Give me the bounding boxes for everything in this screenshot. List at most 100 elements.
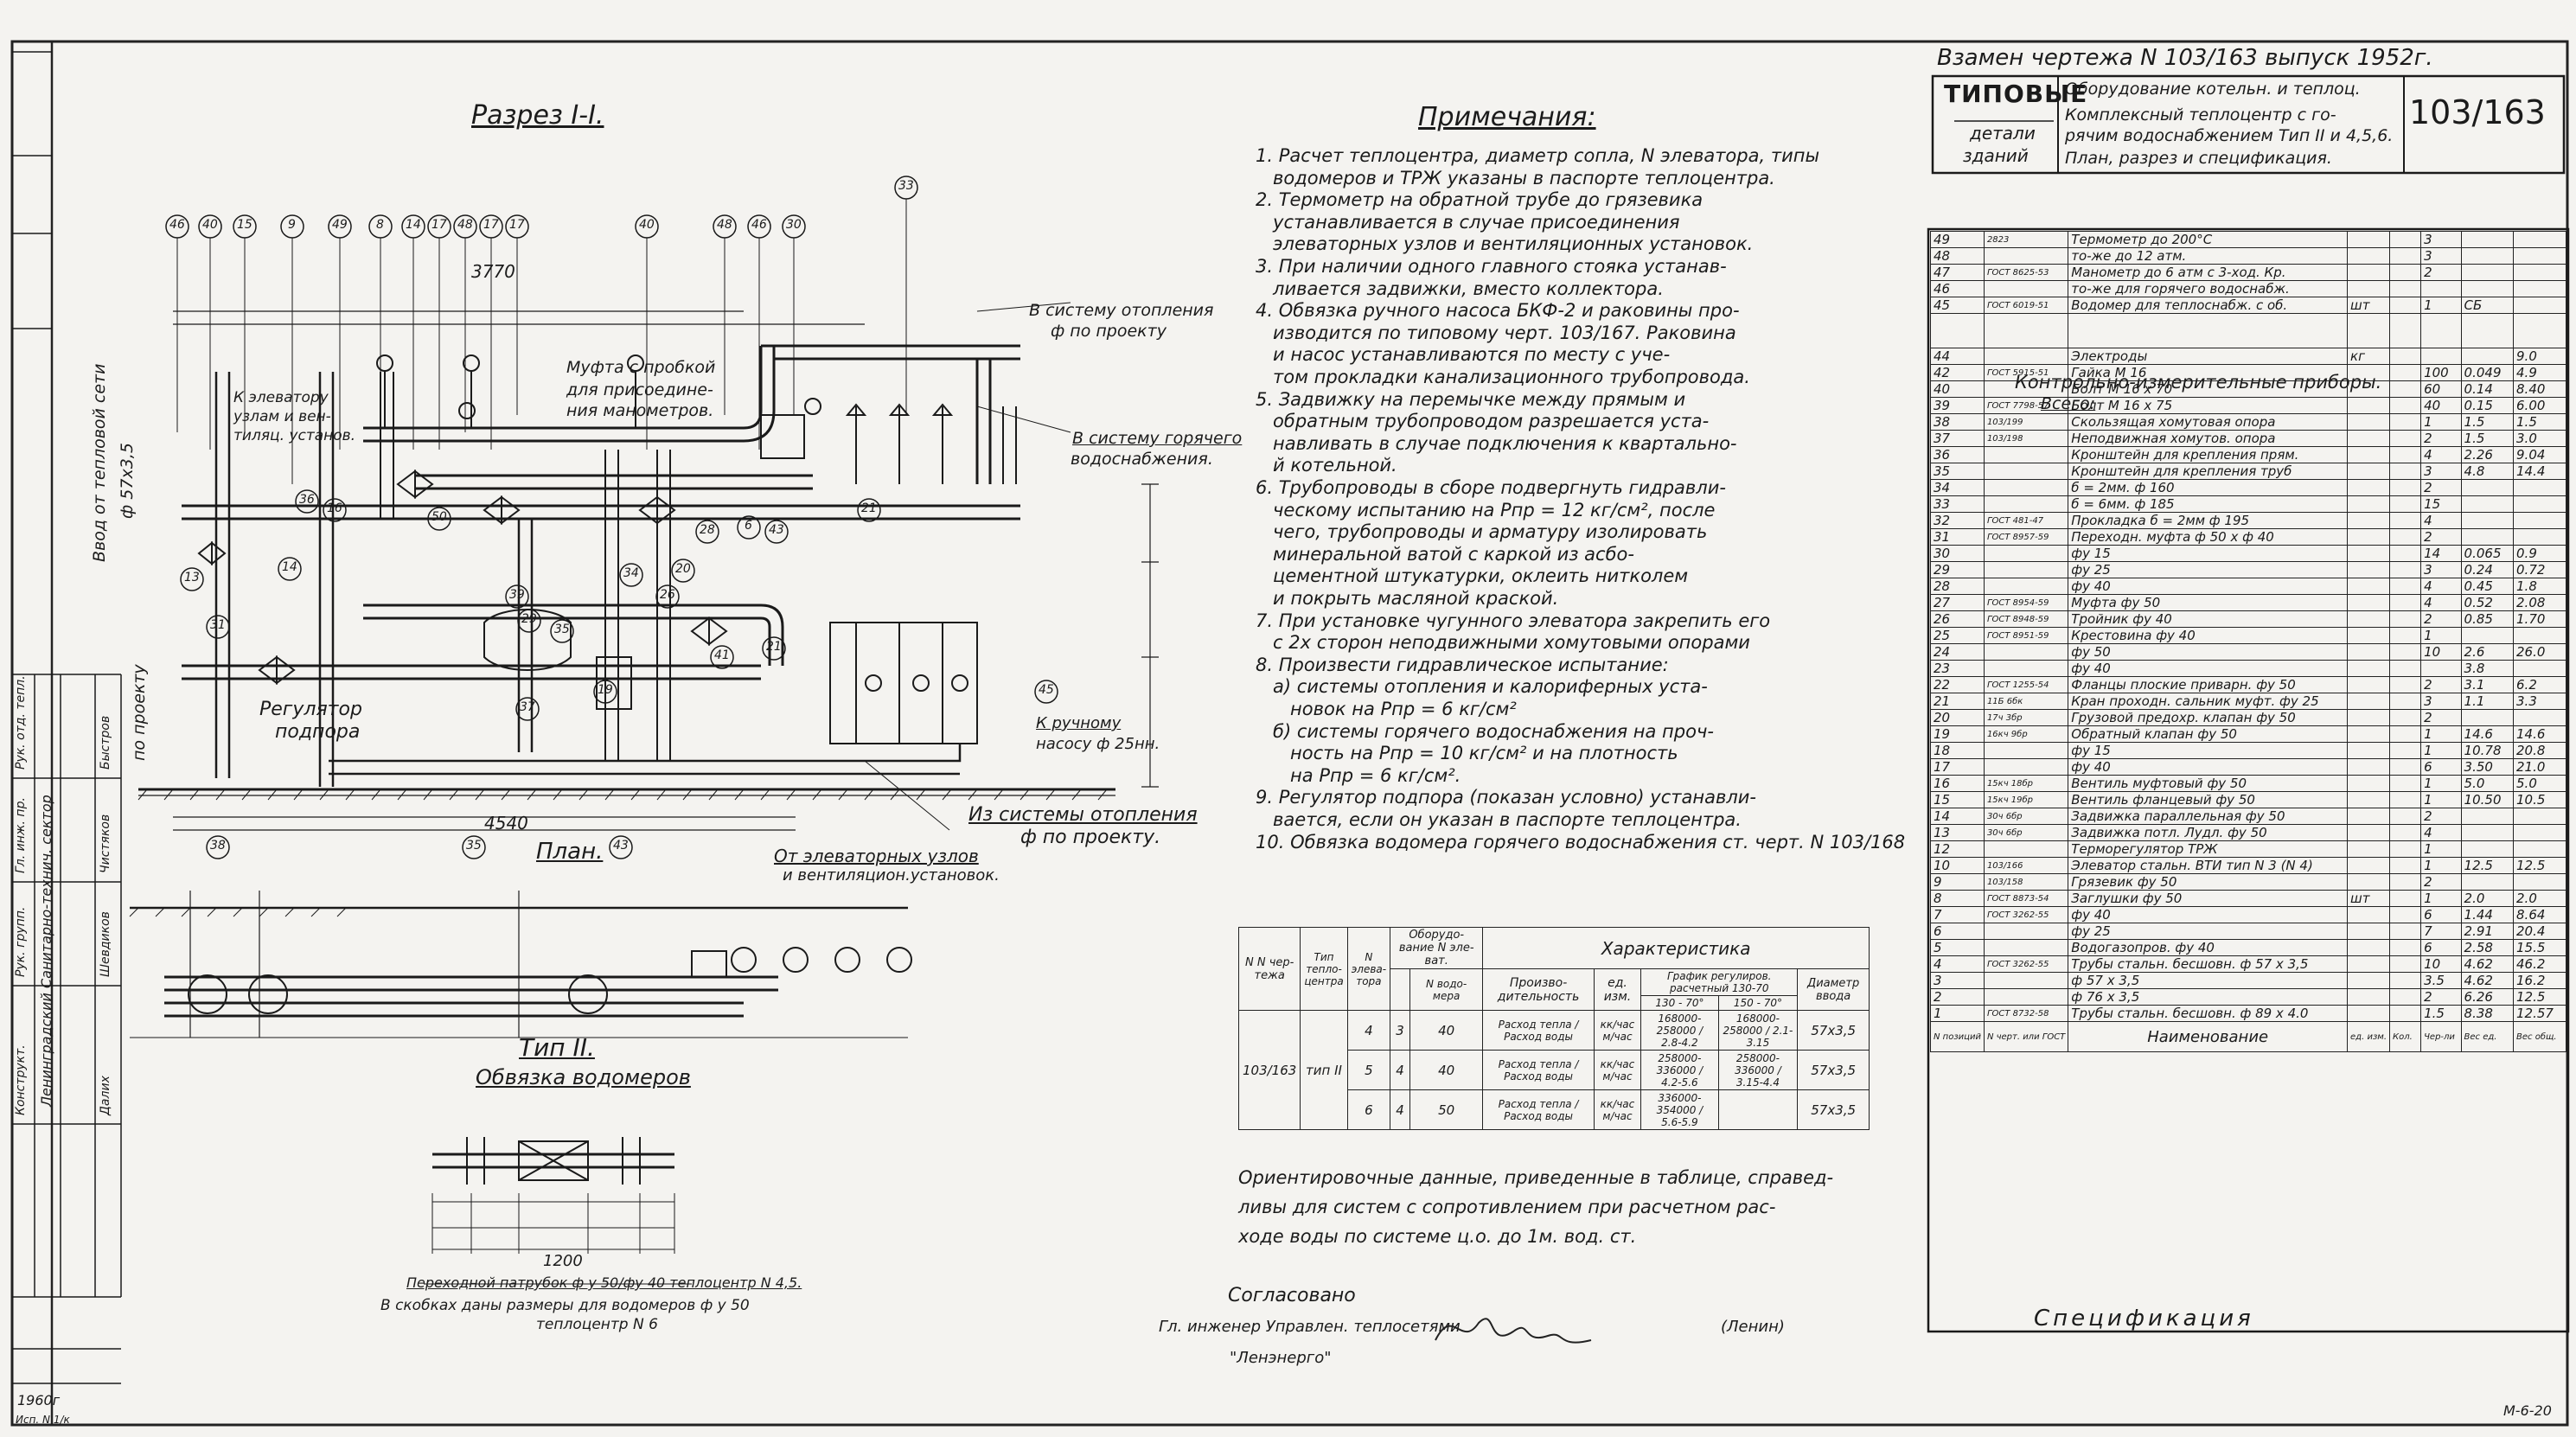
label-input-heating: Ввод от тепловой сети [90,363,109,562]
left-stamp-role-2: Гл. инж. пр. [14,797,28,873]
spec-cell [2388,857,2422,874]
spec-cell: 103/198 [1983,430,2069,447]
spec-cell: Манометр до 6 атм с 3-ход. Кр. [2068,264,2349,281]
spec-cell [2388,742,2422,759]
spec-cell [2347,610,2390,628]
spec-cell: 9.0 [2513,348,2566,365]
spec-cell [1983,578,2069,595]
spec-cell: Заглушки фу 50 [2068,890,2349,907]
approx-note-2: ливы для систем с сопротивлением при рас… [1238,1197,1776,1217]
spec-cell [2460,709,2515,726]
spec-cell [2347,758,2390,776]
spec-cell: 9.04 [2513,446,2566,463]
spec-cell [2388,906,2422,923]
callout: 21 [861,501,877,515]
spec-cell: 1.70 [2513,610,2566,628]
spec-cell: фу 15 [2068,742,2349,759]
label-to-elevator: К элеватору [233,389,329,406]
stamp-buildings: зданий [1963,145,2029,166]
spec-cell: 10 [2420,643,2462,661]
spec-cell: Задвижка потл. Лудл. фу 50 [2068,824,2349,841]
left-stamp-role-1: Рук. отд. тепл. [14,675,28,770]
callout: 50 [431,510,447,524]
note-line: и покрыть масляной краской. [1256,588,1559,609]
spec-cell: 14.6 [2460,725,2515,743]
char-cell: 6 [1346,1089,1391,1130]
spec-cell [2460,495,2515,513]
char-drawing: 103/163 [1237,1010,1301,1130]
note-line: 5. Задвижку на перемычке между прямым и [1256,388,1686,410]
left-stamp-role-4: Конструкт. [14,1044,28,1115]
char-sub-1: 130 - 70° [1640,995,1719,1011]
spec-cell [1983,742,2069,759]
spec-cell: 1 [2420,297,2462,314]
callout: 38 [210,839,226,853]
title-line-1: Оборудование котельн. и теплоц. [2065,80,2361,99]
char-cell: 4 [1346,1010,1391,1051]
label-to-heating-diam: ф по проекту [1051,322,1167,341]
spec-footer-cell: ед. изм. [2347,1021,2390,1052]
spec-cell [2388,709,2422,726]
spec-cell [2347,512,2390,529]
spec-cell [2347,561,2390,578]
char-cell: 258000-336000 / 3.15-4.4 [1717,1050,1799,1090]
spec-cell: 0.065 [2460,545,2515,562]
callout: 13 [184,571,200,584]
spec-cell: 8.38 [2460,1005,2515,1022]
spec-cell: 2 [2420,808,2462,825]
spec-cell: 26.0 [2513,643,2566,661]
spec-cell: 0.9 [2513,545,2566,562]
char-cell [1717,1089,1799,1130]
spec-cell: 0.52 [2460,594,2515,611]
spec-cell: ГОСТ 8951-59 [1983,627,2069,644]
char-cell: 40 [1409,1050,1484,1090]
spec-cell [2347,446,2390,463]
spec-cell: 37 [1930,430,1985,447]
spec-cell: 3.5 [2420,972,2462,989]
spec-cell [2388,413,2422,431]
callout: 37 [520,700,535,714]
label-to-elevator-3: тиляц. установ. [233,427,356,444]
spec-cell [2388,725,2422,743]
spec-cell: 46 [1930,280,1985,297]
spec-cell: 21.0 [2513,758,2566,776]
spec-cell [2347,313,2390,348]
callout: 36 [299,493,315,507]
char-header-prod: Произво-дительность [1482,968,1595,1011]
callout: 9 [288,218,296,232]
note-line: 10. Обвязка водомера горячего водоснабже… [1256,831,1906,853]
spec-cell [2460,348,2515,365]
spec-cell: ГОСТ 8625-53 [1983,264,2069,281]
note-line: й котельной. [1256,455,1397,476]
callout: 34 [623,566,639,580]
approval-company: "Ленэнерго" [1230,1349,1332,1367]
spec-cell: фу 25 [2068,923,2349,940]
spec-cell [1930,313,1985,348]
spec-cell: фу 40 [2068,660,2349,677]
char-title: Характеристика [1482,927,1870,969]
spec-footer-cell: Кол. [2388,1021,2422,1052]
spec-cell: Болт М 16 х 75 [2068,397,2349,414]
spec-cell [2460,528,2515,546]
spec-cell [2347,775,2390,792]
callout: 6 [745,519,752,533]
char-type: тип II [1300,1010,1348,1130]
spec-cell [2388,313,2422,348]
spec-cell: 12 [1930,840,1985,858]
spec-cell [2388,247,2422,265]
spec-cell: 6 [2420,906,2462,923]
spec-cell [2513,247,2566,265]
spec-cell: 6.2 [2513,676,2566,693]
spec-cell: 103/199 [1983,413,2069,431]
spec-cell [2388,594,2422,611]
spec-cell [1983,939,2069,956]
spec-cell: 14 [1930,808,1985,825]
note-line: минеральной ватой с каркой из асбо- [1256,543,1634,565]
spec-cell [2388,627,2422,644]
